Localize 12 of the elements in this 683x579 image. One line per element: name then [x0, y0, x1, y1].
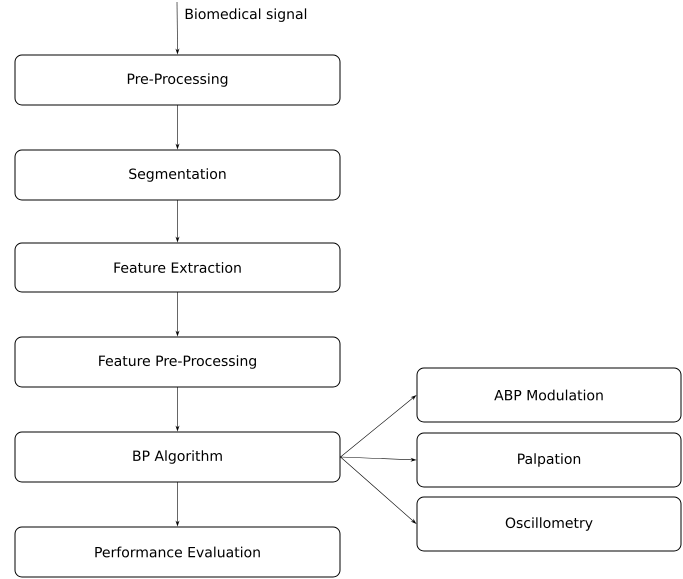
process-box: Performance Evaluation	[14, 526, 340, 578]
arrow	[340, 456, 416, 524]
process-box: ABP Modulation	[416, 368, 682, 422]
process-box: Palpation	[416, 432, 682, 488]
edge-label: Biomedical signal	[186, 8, 306, 22]
process-box: Feature Extraction	[14, 242, 340, 292]
process-box: Pre-Processing	[14, 54, 340, 106]
process-box: Oscillometry	[416, 496, 682, 552]
process-box: BP Algorithm	[14, 432, 340, 482]
process-box: Feature Pre-Processing	[14, 336, 340, 388]
process-box: Segmentation	[14, 150, 340, 200]
arrow	[340, 395, 416, 458]
